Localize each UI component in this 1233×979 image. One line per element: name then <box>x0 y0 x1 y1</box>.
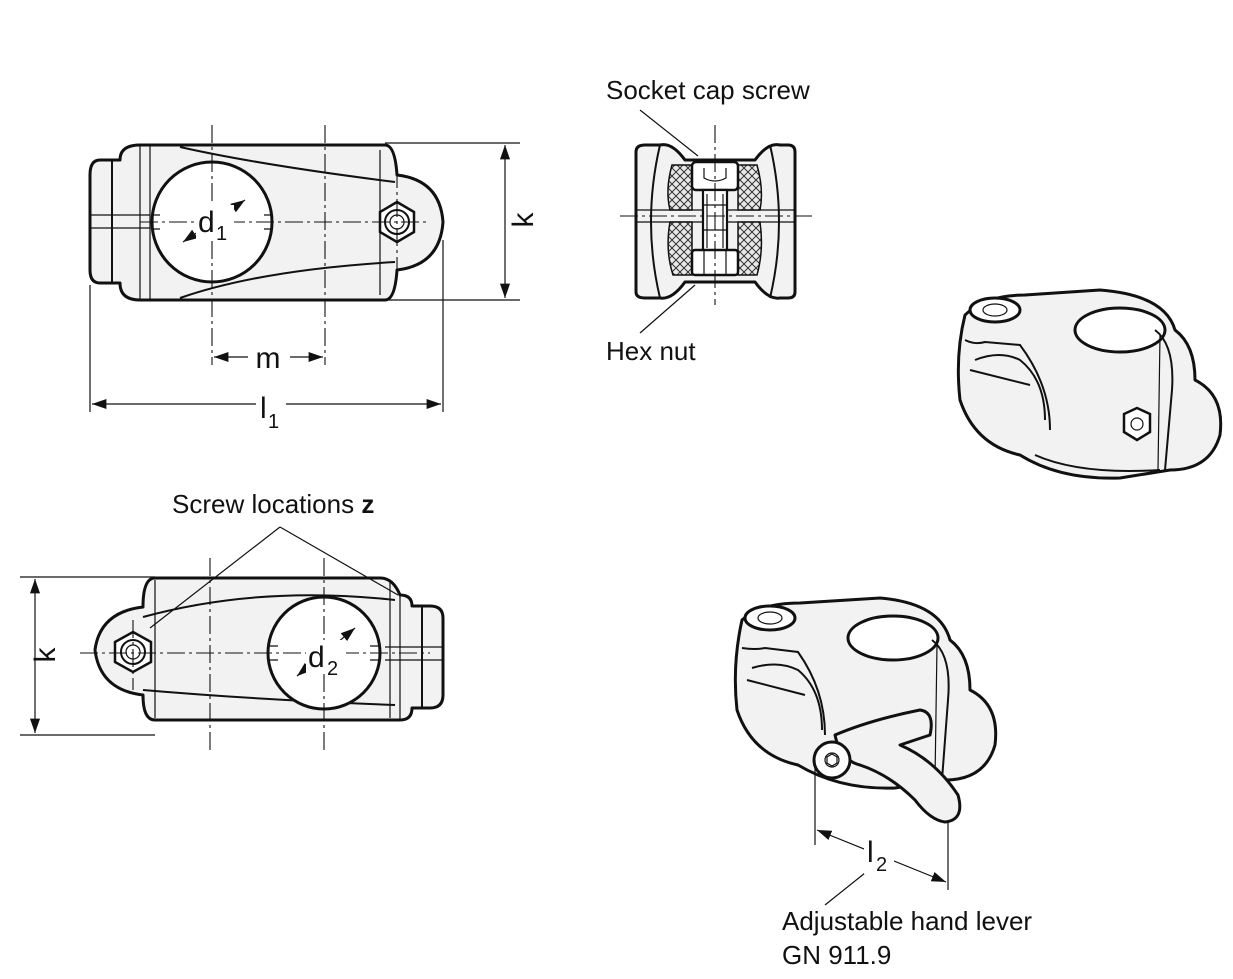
svg-text:l: l <box>867 836 874 869</box>
dim-k-top: k <box>507 212 540 228</box>
isometric-clamp <box>956 288 1223 480</box>
svg-text:l: l <box>260 392 267 425</box>
label-hand-lever-code: GN 911.9 <box>782 940 891 970</box>
label-socket-cap-screw: Socket cap screw <box>606 75 810 105</box>
dim-m: m <box>256 342 281 375</box>
dim-l1: l 1 <box>256 390 286 433</box>
svg-text:2: 2 <box>876 854 887 876</box>
svg-text:1: 1 <box>216 223 227 245</box>
dim-k-bottom: k <box>29 647 62 663</box>
dim-d2: d 2 <box>306 640 346 680</box>
svg-text:d: d <box>308 641 325 674</box>
dim-l2: l 2 <box>864 836 894 876</box>
svg-text:d: d <box>198 206 215 239</box>
top-view-clamp <box>88 125 445 365</box>
section-view <box>620 125 812 305</box>
label-hex-nut: Hex nut <box>606 336 696 366</box>
label-screw-locations: Screw locations z <box>172 489 374 519</box>
svg-text:2: 2 <box>327 658 338 680</box>
label-adjustable-hand-lever: Adjustable hand lever <box>782 906 1032 936</box>
isometric-clamp-with-lever <box>733 596 998 824</box>
dimension-lines-bottom <box>20 526 399 736</box>
dim-d1: d 1 <box>196 205 234 245</box>
svg-text:1: 1 <box>268 411 279 433</box>
bottom-view-clamp <box>80 558 445 750</box>
hand-lever-icon <box>812 708 962 824</box>
svg-text:Screw locations z: Screw locations z <box>172 489 374 519</box>
